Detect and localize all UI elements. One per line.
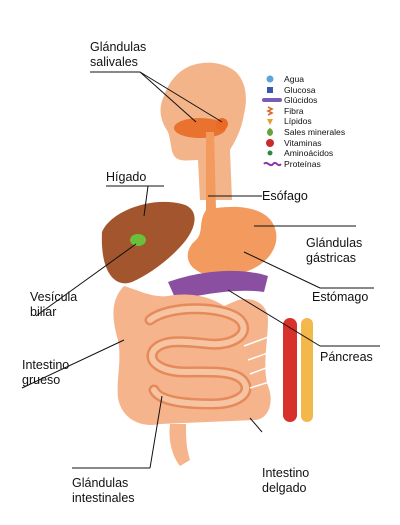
leader-lines (21, 71, 380, 469)
legend-item-label: Aminoácidos (284, 148, 334, 159)
label-gallbladder-line1: Vesícula (30, 290, 78, 304)
label-esophagus: Esófago (262, 189, 308, 204)
legend-item: Glucosa (262, 85, 345, 96)
label-gastric-glands-line1: Glándulas (306, 236, 363, 250)
legend-item-label: Glúcidos (284, 95, 318, 106)
label-intestinal-glands: Glándulas intestinales (72, 476, 135, 506)
label-salivary-glands-line1: Glándulas (90, 40, 147, 54)
lymph-vessel (301, 318, 313, 422)
legend-item-label: Proteínas (284, 158, 321, 169)
legend-item-label: Sales minerales (284, 126, 346, 137)
label-small-intestine: Intestino delgado (262, 466, 309, 496)
label-large-intestine-line2: grueso (22, 373, 61, 387)
label-large-intestine: Intestino grueso (22, 358, 69, 388)
fiber-icon (262, 106, 284, 116)
label-pancreas: Páncreas (320, 350, 373, 365)
label-intestinal-glands-line1: Glándulas (72, 476, 129, 490)
carbohydrate-chain-icon (262, 95, 284, 105)
protein-icon (262, 159, 284, 169)
label-salivary-glands: Glándulas salivales (90, 40, 146, 70)
small-intestine-coils-inner (147, 305, 249, 408)
absorption-arrows (243, 331, 283, 389)
label-gallbladder-line2: biliar (30, 305, 57, 319)
salivary-gland-dot (216, 118, 228, 130)
glucose-square-icon (262, 85, 284, 95)
blood-vessel (283, 318, 297, 422)
legend-item-label: Lípidos (284, 116, 312, 127)
amino-acid-icon (262, 148, 284, 158)
label-large-intestine-line1: Intestino (22, 358, 70, 372)
label-liver-text: Hígado (106, 170, 147, 184)
legend-item: Agua (262, 74, 345, 85)
legend-item: Sales minerales (262, 127, 345, 138)
legend-item: Glúcidos (262, 95, 345, 106)
mineral-salt-icon (262, 127, 284, 137)
label-stomach-text: Estómago (312, 290, 369, 304)
esophagus-tube (206, 132, 216, 214)
label-esophagus-text: Esófago (262, 189, 308, 203)
label-gastric-glands: Glándulas gástricas (306, 236, 362, 266)
legend-item-label: Glucosa (284, 84, 316, 95)
legend-item-label: Agua (284, 74, 305, 84)
gallbladder-shape (130, 234, 146, 246)
legend-item: Proteínas (262, 159, 345, 170)
vitamin-icon (262, 138, 284, 148)
legend-item: Vitaminas (262, 138, 345, 149)
label-small-intestine-line2: delgado (262, 481, 307, 495)
label-gallbladder: Vesícula biliar (30, 290, 77, 320)
lipid-icon (262, 117, 284, 127)
label-pancreas-text: Páncreas (320, 350, 373, 364)
label-stomach: Estómago (312, 290, 368, 305)
rectum-shape (169, 424, 190, 466)
label-liver: Hígado (106, 170, 146, 185)
label-intestinal-glands-line2: intestinales (72, 491, 135, 505)
legend-item: Aminoácidos (262, 148, 345, 159)
label-gastric-glands-line2: gástricas (306, 251, 357, 265)
legend-item: Fibra (262, 106, 345, 117)
legend-item-label: Vitaminas (284, 137, 322, 148)
stomach-shape (187, 206, 277, 277)
liver-shape (101, 201, 195, 284)
pancreas-shape (168, 270, 268, 300)
legend-item: Lípidos (262, 116, 345, 127)
water-drop-icon (262, 74, 284, 84)
label-salivary-glands-line2: salivales (90, 55, 138, 69)
label-small-intestine-line1: Intestino (262, 466, 310, 480)
legend-item-label: Fibra (284, 105, 304, 116)
